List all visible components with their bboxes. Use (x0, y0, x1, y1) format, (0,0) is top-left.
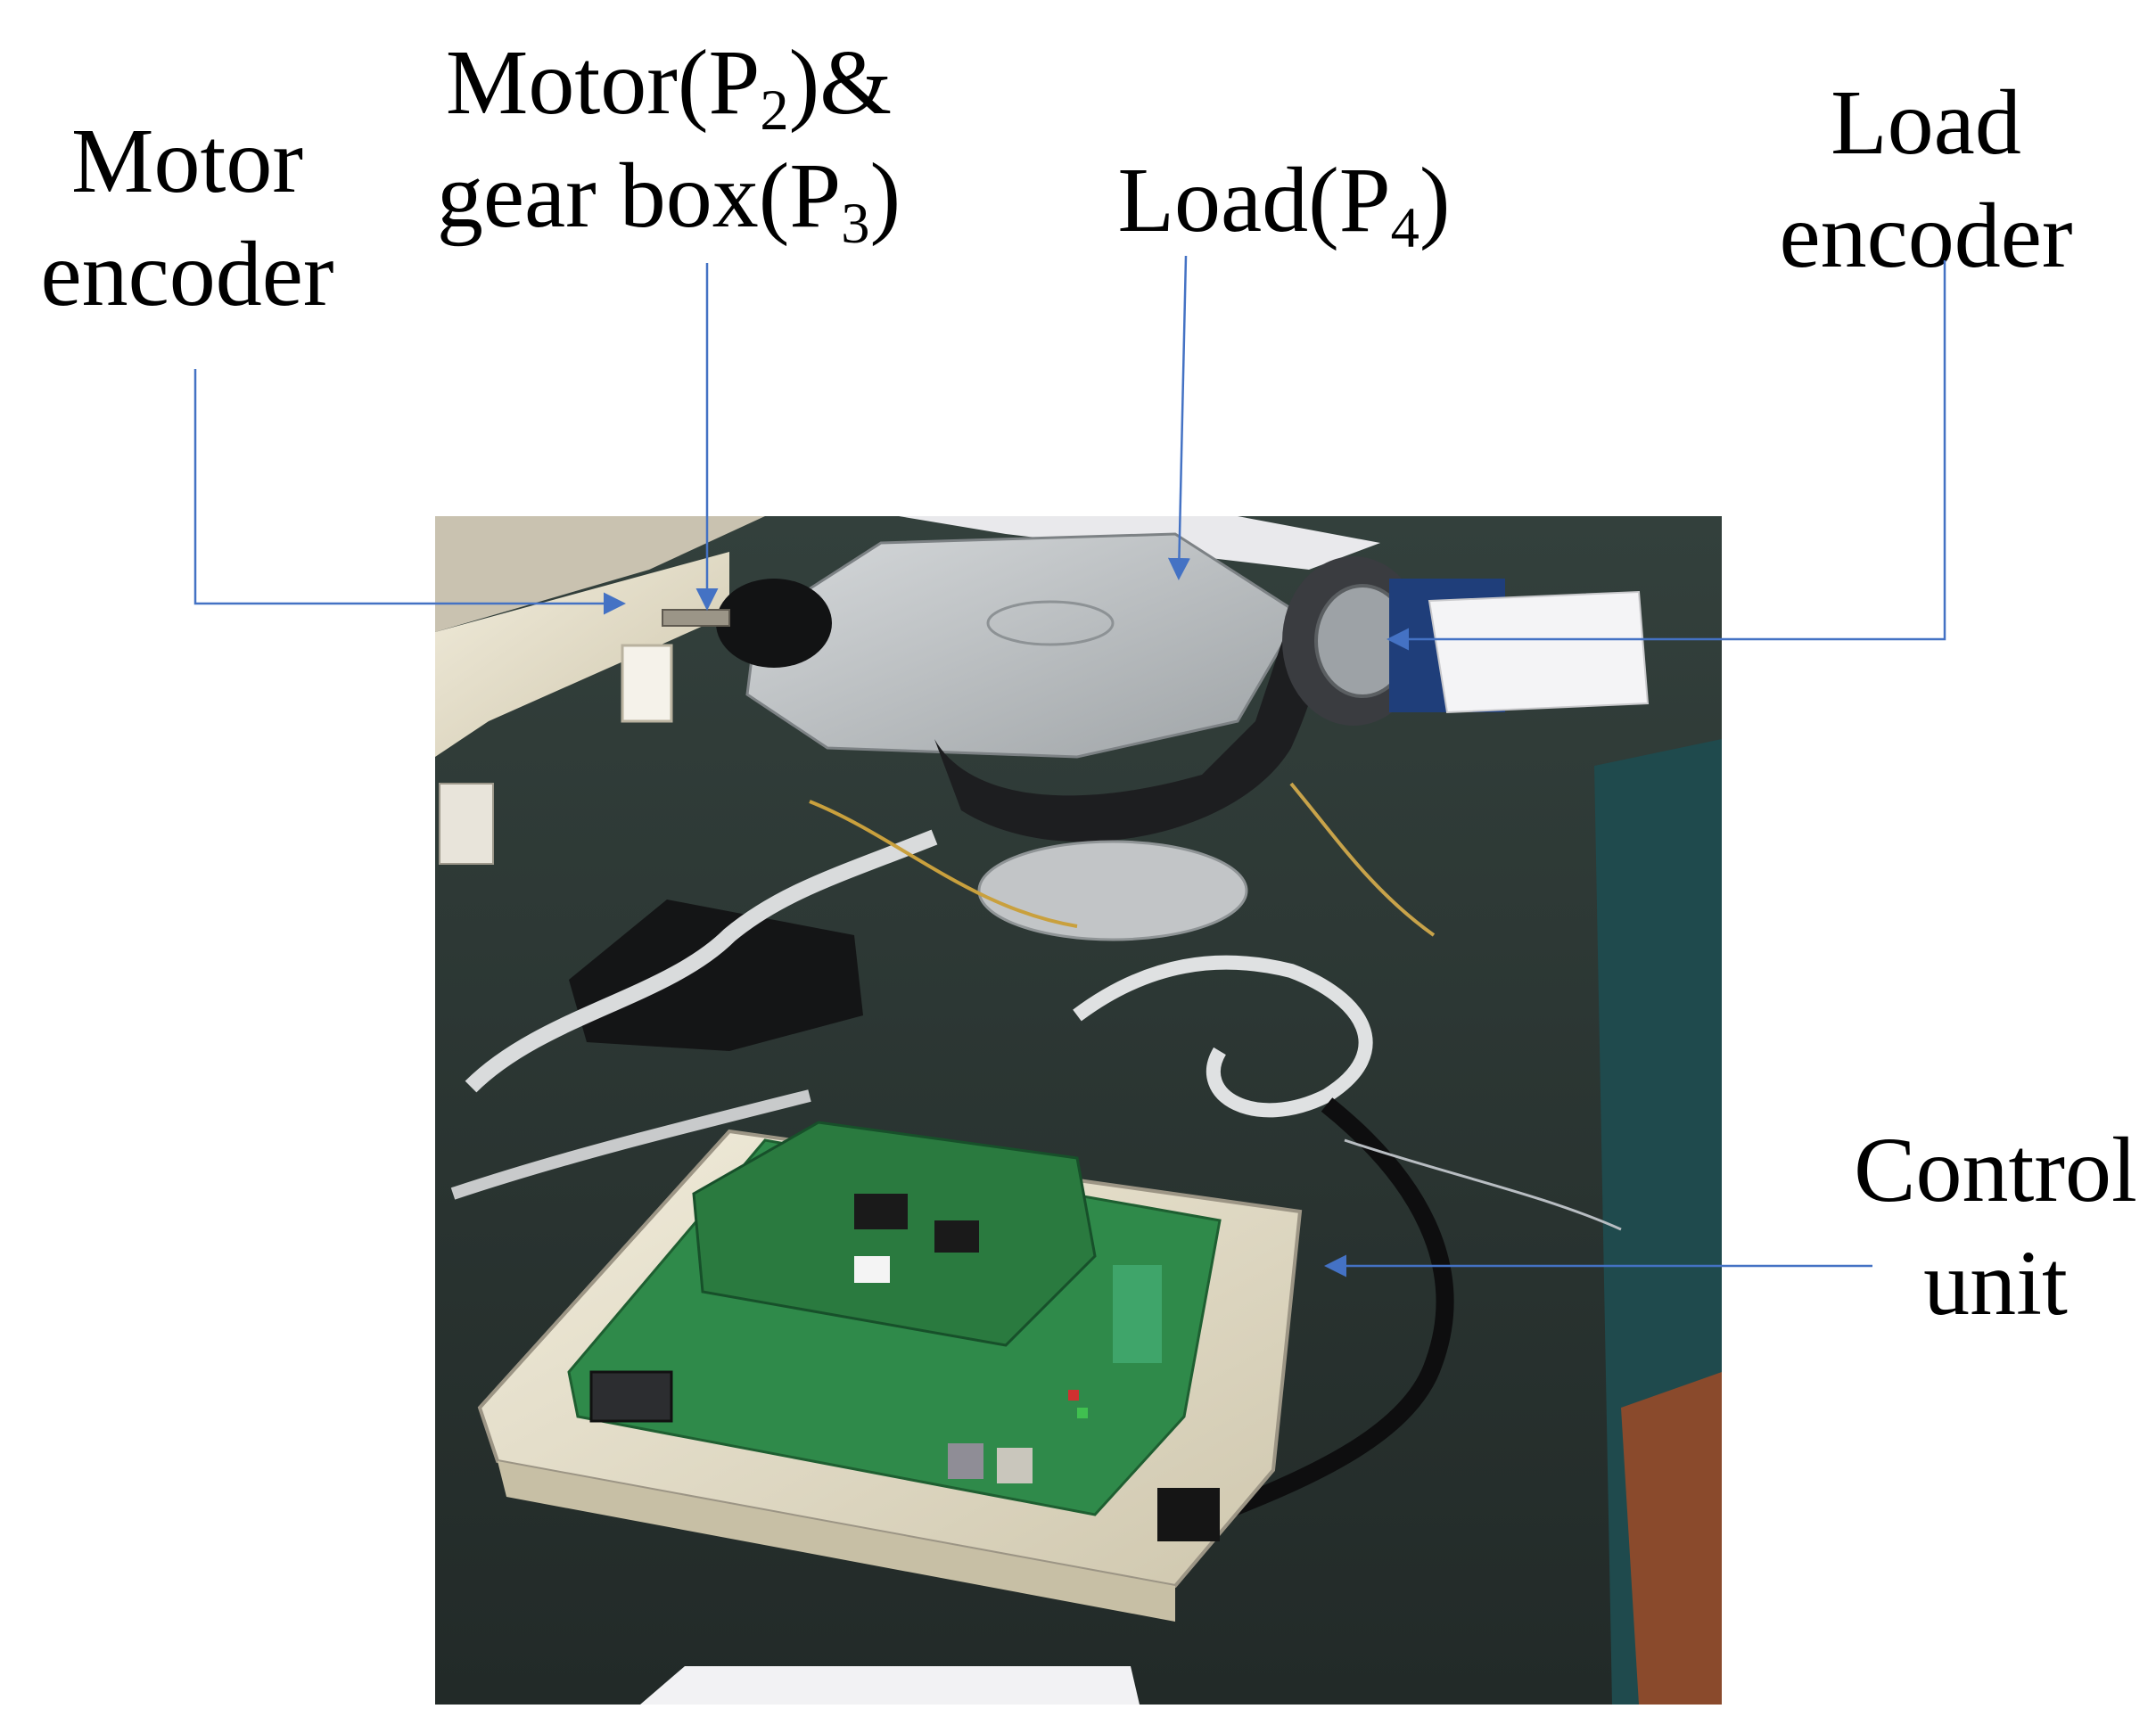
load-encoder-line1: Load (1831, 71, 2021, 174)
led-red (1068, 1390, 1079, 1401)
motor-gearbox-label: Motor(P2)& gear box(P3) (419, 27, 918, 253)
control-unit-label: Control unit (1844, 1114, 2147, 1341)
cable-thin-2 (1289, 782, 1436, 937)
terminal-block (1113, 1265, 1162, 1363)
motor-shaft (662, 609, 730, 627)
control-unit-side (498, 1461, 1175, 1622)
motor-encoder-line2: encoder (40, 222, 334, 325)
motor-gearbox-line2: gear box(P3) (436, 144, 901, 255)
experimental-setup-photo (435, 516, 1722, 1705)
cable-white-2 (450, 1089, 811, 1200)
motor-housing (716, 579, 832, 668)
cable-thin-1 (809, 800, 1078, 928)
cable-white-3 (1073, 955, 1373, 1118)
wall-panel (435, 552, 729, 757)
chip-2 (934, 1220, 979, 1253)
label-sticker (854, 1256, 890, 1283)
load-base (977, 840, 1248, 941)
load-encoder-label: Load encoder (1765, 67, 2086, 293)
led-green (1077, 1408, 1088, 1418)
load-label-text: Load(P4) (1117, 149, 1451, 260)
control-unit-line1: Control (1854, 1119, 2137, 1221)
load-body (934, 611, 1321, 842)
daughter-board (692, 1121, 1097, 1347)
wooden-cabinet (1621, 1372, 1722, 1705)
paper-bottom (640, 1666, 1140, 1705)
driver-box (569, 900, 863, 1051)
power-plug (1157, 1488, 1220, 1541)
motor-encoder-line1: Motor (71, 110, 303, 212)
usb-port-1 (948, 1443, 983, 1479)
cable-black (1189, 1097, 1454, 1532)
chip-1 (854, 1194, 908, 1229)
load-label: Load(P4) (1106, 144, 1462, 258)
cable-white-1 (465, 829, 938, 1093)
motor-gearbox-line1: Motor(P2)& (445, 31, 893, 143)
breaker (439, 783, 494, 865)
cable-thin-3 (1344, 1138, 1622, 1231)
db9-connector (589, 1370, 673, 1423)
load-encoder-line2: encoder (1779, 184, 2073, 287)
load-plate (745, 532, 1303, 759)
control-unit-line2: unit (1923, 1231, 2068, 1335)
usb-port-2 (997, 1448, 1033, 1483)
paper-right (1428, 590, 1650, 714)
plate-center (986, 600, 1115, 646)
motor-encoder-label: Motor encoder (36, 105, 339, 332)
setup-illustration (435, 516, 1722, 1705)
wall-socket (621, 644, 673, 723)
